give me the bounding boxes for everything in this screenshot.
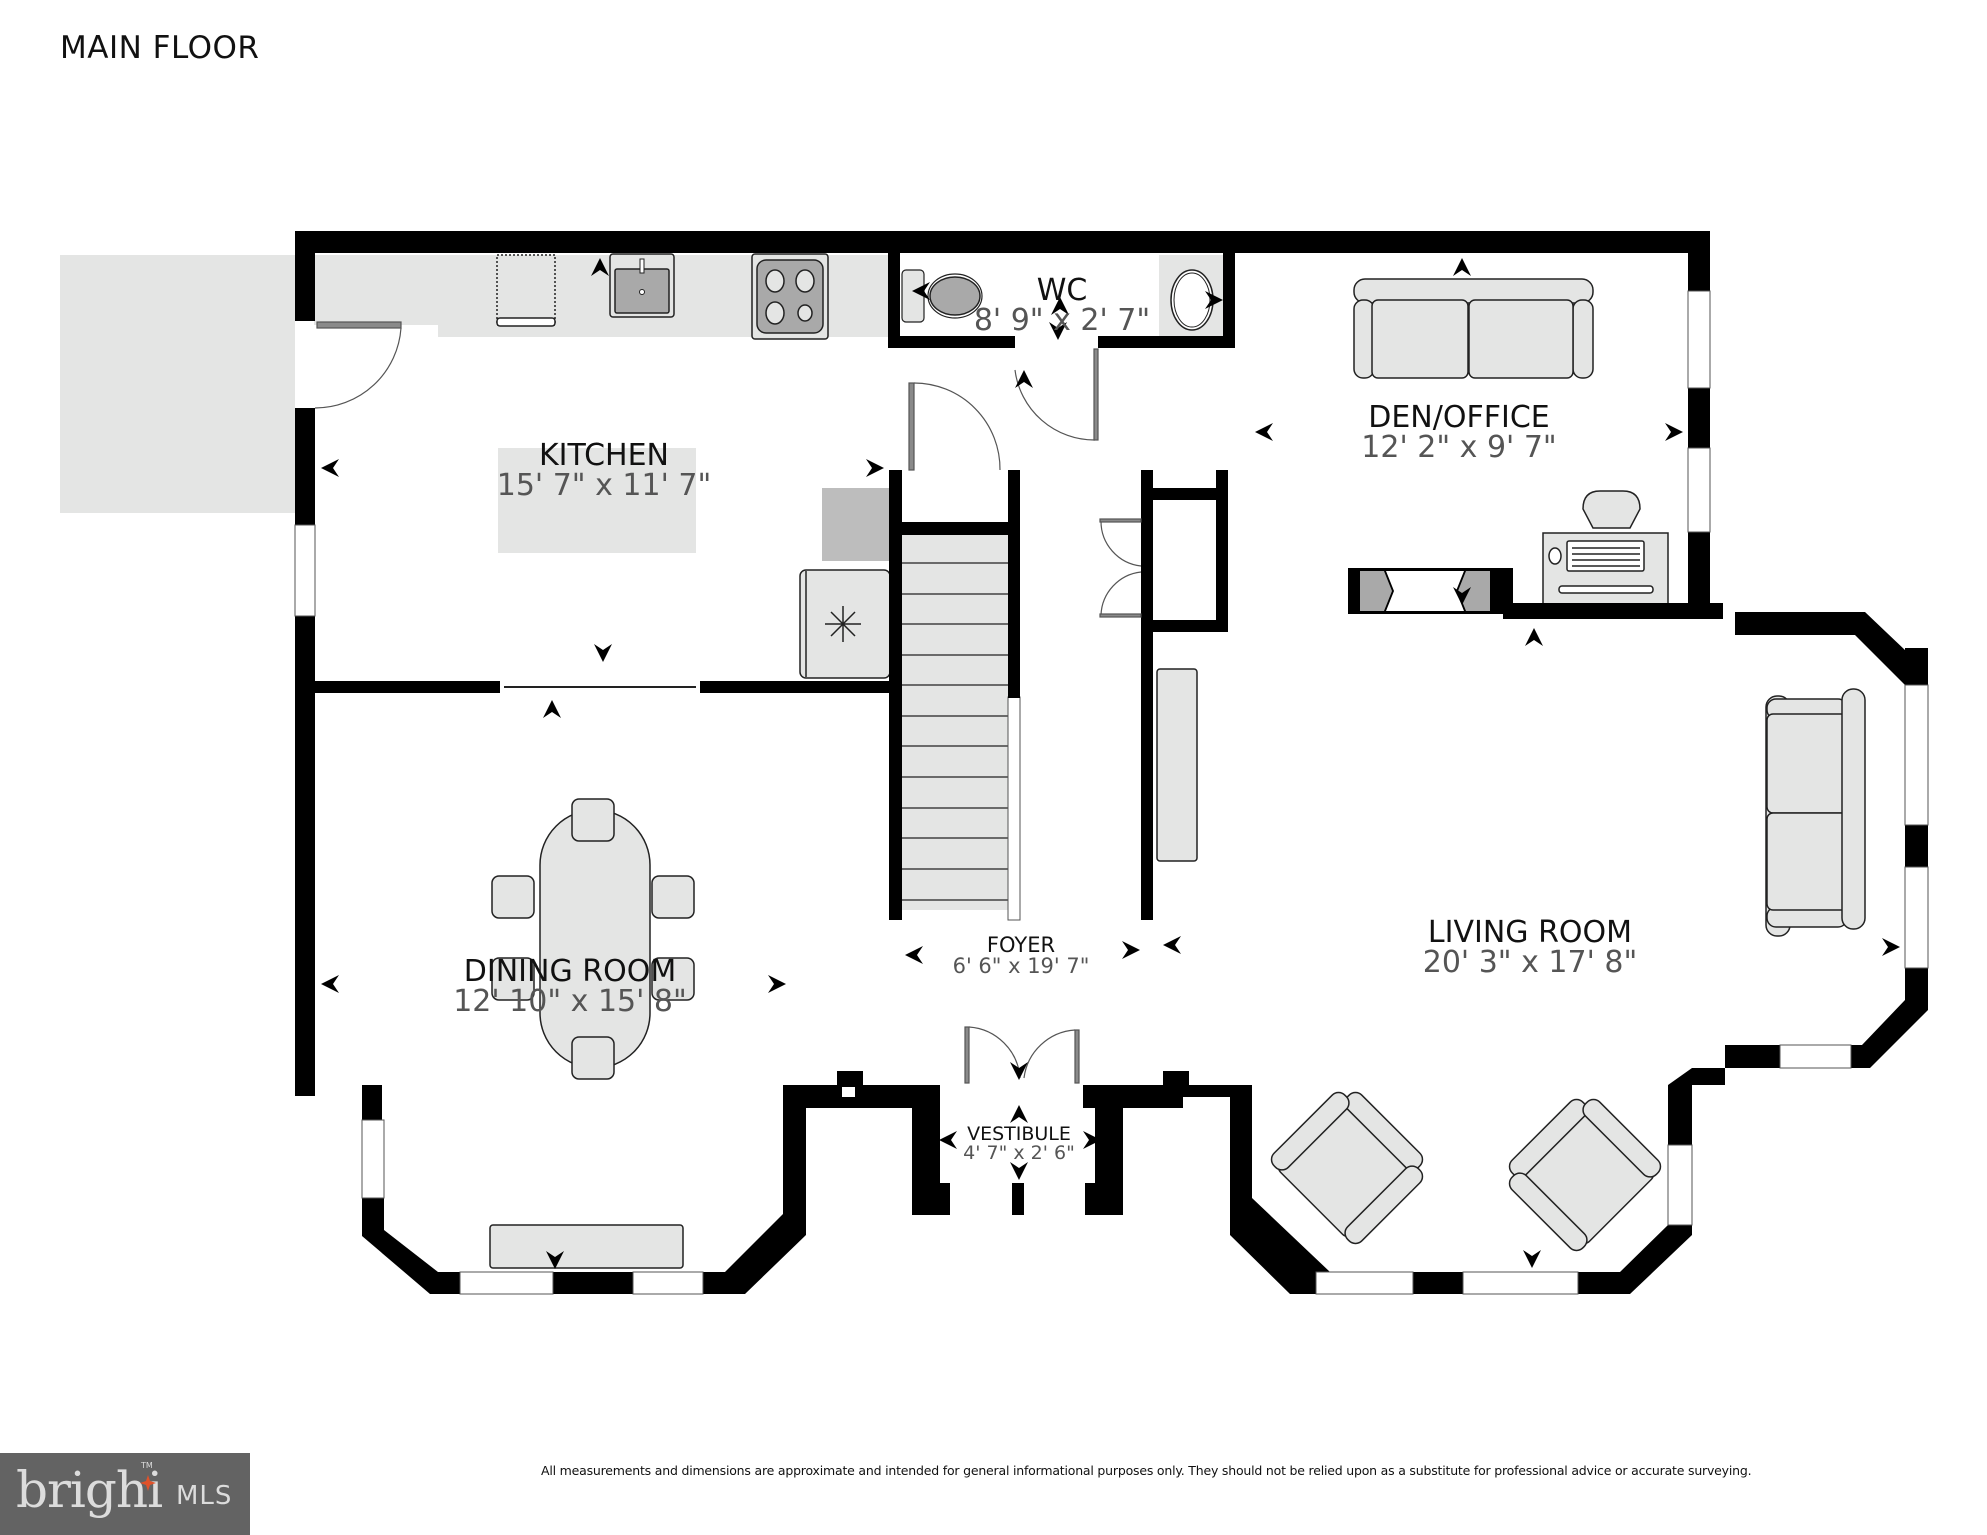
logo-mls: MLS — [176, 1481, 233, 1511]
room-dimensions: 20' 3" x 17' 8" — [1422, 945, 1638, 980]
room-label-den: DEN/OFFICE 12' 2" x 9' 7" — [1361, 403, 1556, 463]
foyer-bench — [1156, 668, 1198, 862]
staircase — [902, 535, 1021, 921]
kitchen-counter — [314, 255, 888, 337]
room-name: DEN/OFFICE — [1368, 400, 1550, 435]
room-name: LIVING ROOM — [1427, 915, 1633, 950]
dining-table — [491, 798, 695, 1080]
room-name: FOYER — [986, 933, 1056, 957]
room-dimensions: 4' 7" x 2' 6" — [963, 1142, 1075, 1164]
dishwasher — [496, 254, 556, 326]
room-name: DINING ROOM — [463, 954, 677, 989]
bright-mls-logo: brighi TM MLS — [0, 1453, 250, 1535]
den-fireplace — [1348, 568, 1513, 614]
room-dimensions: 12' 2" x 9' 7" — [1361, 430, 1557, 465]
logo-star-icon — [140, 1475, 156, 1491]
doors — [314, 321, 1142, 1084]
walls — [295, 231, 1928, 1294]
room-label-dining: DINING ROOM 12' 10" x 15' 8" — [453, 957, 687, 1017]
stove-icon — [751, 253, 829, 340]
room-name: WC — [1036, 273, 1088, 308]
room-label-vestibule: VESTIBULE 4' 7" x 2' 6" — [963, 1125, 1075, 1163]
pantry-cabinet — [822, 488, 889, 561]
room-dimensions: 8' 9" x 2' 7" — [973, 303, 1151, 338]
room-label-kitchen: KITCHEN 15' 7" x 11' 7" — [497, 441, 712, 501]
room-dimensions: 12' 10" x 15' 8" — [453, 984, 687, 1019]
disclaimer-text: All measurements and dimensions are appr… — [541, 1463, 1752, 1478]
windows — [294, 290, 1929, 1295]
room-label-living: LIVING ROOM 20' 3" x 17' 8" — [1423, 918, 1638, 978]
room-label-foyer: FOYER 6' 6" x 19' 7" — [953, 935, 1090, 977]
armchair-right — [1508, 1098, 1662, 1252]
room-name: VESTIBULE — [967, 1123, 1071, 1145]
logo-wordmark: brighi — [16, 1461, 163, 1519]
exterior-deck — [60, 255, 295, 513]
room-dimensions: 15' 7" x 11' 7" — [496, 468, 712, 503]
refrigerator-icon — [799, 569, 891, 679]
kitchen-island — [498, 448, 696, 553]
dining-fireplace — [489, 1224, 684, 1269]
kitchen-sink-icon — [609, 253, 675, 318]
armchair-left — [1270, 1091, 1424, 1245]
room-label-wc: WC 8' 9" x 2' 7" — [974, 276, 1150, 336]
den-sofa — [1353, 278, 1594, 379]
room-dimensions: 6' 6" x 19' 7" — [952, 954, 1090, 978]
room-name: KITCHEN — [538, 438, 669, 473]
living-sofa — [1765, 688, 1866, 937]
desk-icon — [1542, 490, 1669, 607]
toilet-icon — [901, 269, 983, 323]
floor-title: MAIN FLOOR — [60, 30, 260, 66]
wc-sink-icon — [1170, 269, 1214, 331]
camera-arrows — [321, 258, 1900, 1269]
logo-trademark: TM — [141, 1461, 153, 1470]
